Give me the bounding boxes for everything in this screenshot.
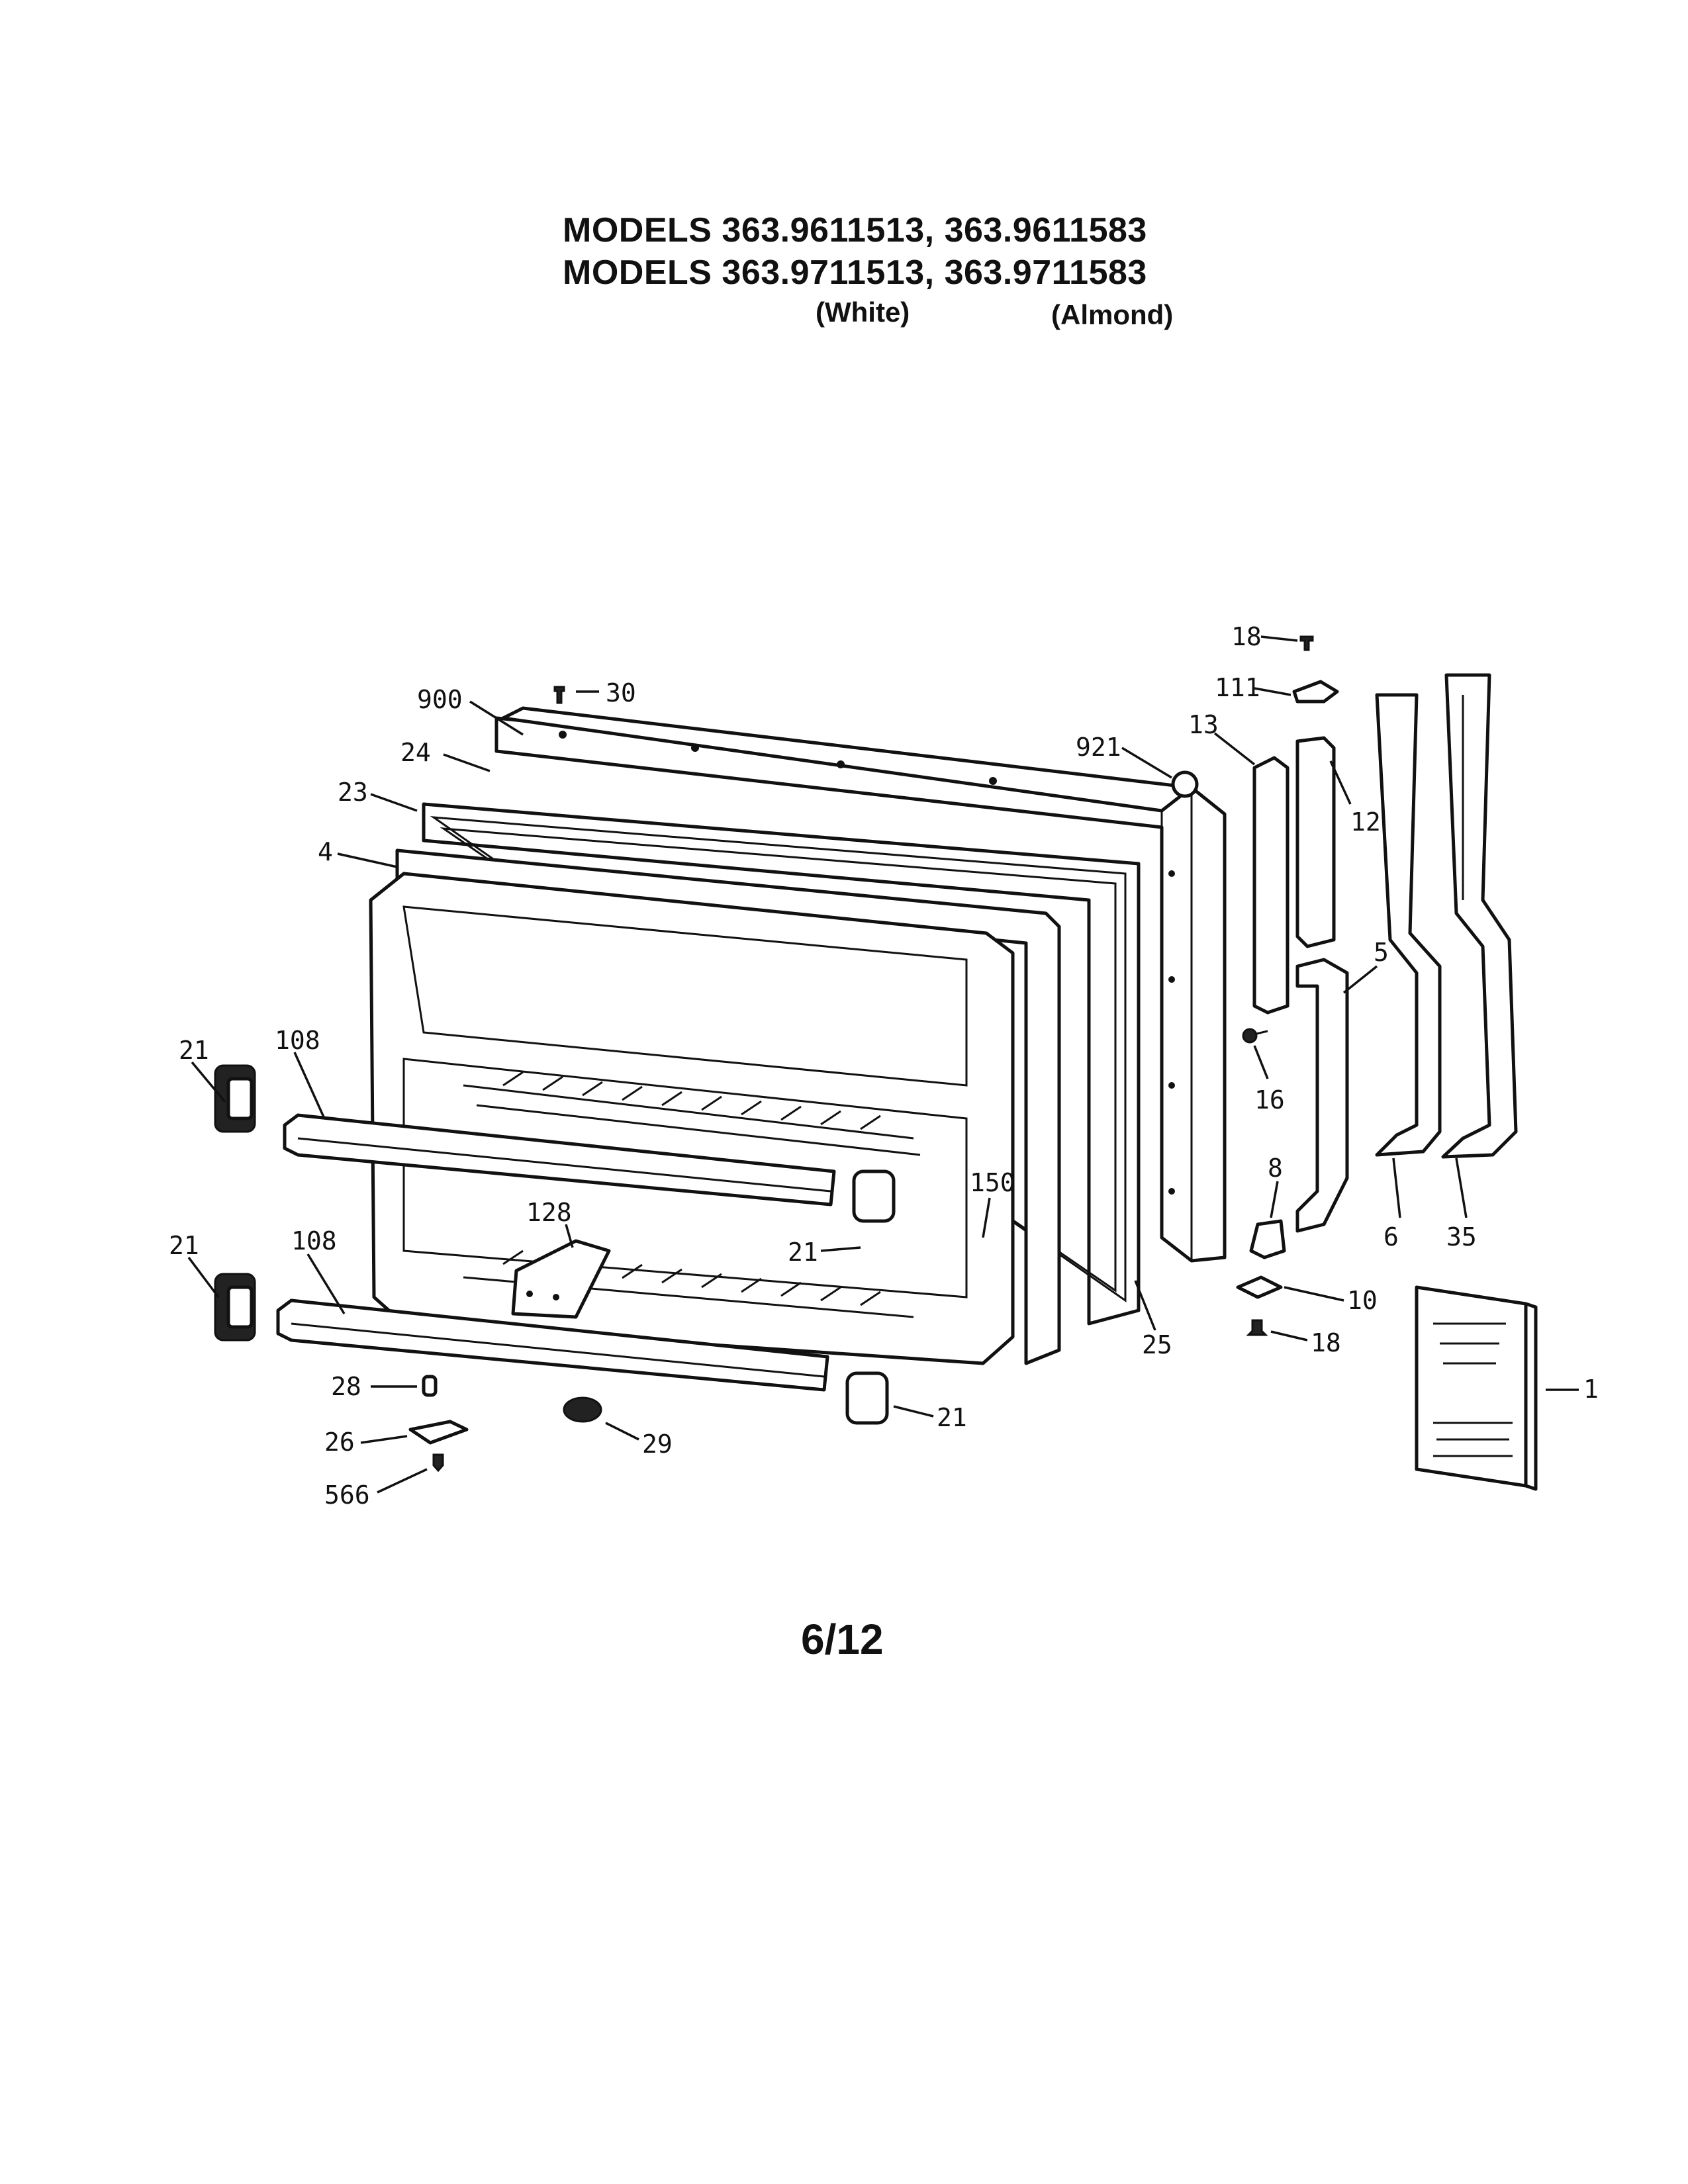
callout-108-lower: 108	[291, 1226, 337, 1255]
callout-8: 8	[1268, 1154, 1283, 1183]
callout-6: 6	[1383, 1222, 1399, 1251]
callout-24: 24	[400, 738, 431, 767]
callout-21-mid: 21	[788, 1238, 818, 1267]
callout-16: 16	[1254, 1085, 1285, 1115]
manual-booklet-1	[1415, 1285, 1538, 1491]
callout-108-upper: 108	[275, 1026, 320, 1055]
hinge-support-12	[1295, 736, 1336, 948]
callout-1: 1	[1583, 1375, 1599, 1404]
callout-26: 26	[324, 1428, 355, 1457]
shelf-bracket	[511, 1239, 611, 1319]
callout-35: 35	[1446, 1222, 1477, 1251]
callout-921: 921	[1076, 733, 1121, 762]
callout-10: 10	[1347, 1286, 1378, 1315]
shelf-bar-lower	[276, 1298, 829, 1392]
door-liner	[369, 872, 1015, 1365]
callout-4: 4	[318, 837, 333, 866]
shelf-end-cap-lower-right	[845, 1371, 889, 1425]
hinge-pin-bracket-111	[1292, 680, 1339, 704]
callout-150: 150	[970, 1168, 1015, 1197]
screw-566	[432, 1453, 444, 1473]
callout-labels: 18 30 900 111 13 921 24 23 12 4 5 21 108…	[169, 622, 1599, 1510]
callout-30: 30	[606, 678, 636, 707]
callout-25: 25	[1142, 1330, 1172, 1359]
callout-29: 29	[642, 1430, 673, 1459]
screw-18-top	[1299, 635, 1314, 651]
callout-28: 28	[331, 1372, 361, 1401]
hinge-shim-10	[1236, 1275, 1283, 1299]
callout-23: 23	[338, 778, 368, 807]
models-line-2: MODELS 363.9711513, 363.9711583	[563, 253, 1147, 292]
callout-21-lower-left: 21	[169, 1231, 199, 1260]
hinge-cover-13	[1252, 756, 1289, 1015]
models-line-1: MODELS 363.9611513, 363.9611583	[563, 211, 1147, 250]
bracket-plate-26	[408, 1420, 469, 1445]
screw-18-bottom	[1246, 1319, 1268, 1336]
callout-900: 900	[417, 685, 463, 714]
door-handle-35	[1441, 673, 1518, 1159]
bumper-29	[563, 1396, 602, 1423]
callout-21-bottom: 21	[937, 1403, 967, 1432]
callout-111: 111	[1215, 673, 1260, 702]
outer-door-panel	[494, 706, 1227, 1263]
leader-lines	[187, 635, 1579, 1494]
callout-566: 566	[324, 1480, 370, 1510]
callout-12: 12	[1350, 807, 1381, 837]
hinge-plate-8	[1249, 1219, 1286, 1259]
color-white-label: (White)	[816, 296, 910, 328]
shelf-end-bracket-upper-left	[214, 1064, 256, 1133]
hinge-bracket-5	[1295, 958, 1349, 1233]
screw-16	[1242, 1028, 1268, 1044]
plug-921	[1171, 770, 1199, 798]
callout-21-upper: 21	[179, 1036, 209, 1065]
door-handle-6	[1375, 693, 1442, 1157]
page-number: 6/12	[801, 1615, 884, 1663]
callout-18-top: 18	[1231, 622, 1262, 651]
shelf-end-bracket-lower-left	[214, 1273, 256, 1342]
shelf-bar-upper	[283, 1113, 836, 1206]
color-almond-label: (Almond)	[1051, 299, 1174, 330]
screw-30	[553, 686, 565, 704]
callout-13: 13	[1188, 710, 1219, 739]
callout-5: 5	[1374, 938, 1389, 967]
callout-18-bottom: 18	[1311, 1328, 1341, 1357]
spacer-28	[422, 1375, 438, 1397]
shelf-end-cap-upper-right	[852, 1169, 896, 1223]
callout-128: 128	[526, 1198, 572, 1227]
